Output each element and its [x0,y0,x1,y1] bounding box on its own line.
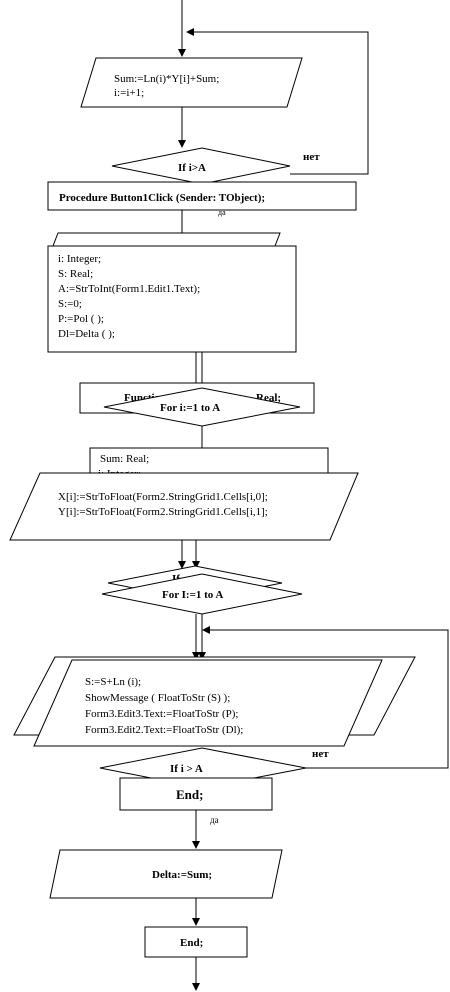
output-line-2: ShowMessage ( FloatToStr (S) ); [85,692,230,704]
decl-line-3: A:=StrToInt(Form1.Edit1.Text); [58,283,200,295]
sum-calc-line1: Sum:=Ln(i)*Y[i]+Sum; [114,73,219,85]
end1-label: End; [176,787,203,802]
sum-calc-line2: i:=i+1; [114,87,144,99]
sum-calc-block: Sum:=Ln(i)*Y[i]+Sum; i:=i+1; [80,57,303,108]
end1-block: End; [119,777,273,811]
loop1-label: For i:=1 to A [160,402,220,414]
loop1-back-arrow [186,28,369,175]
output-line-4: Form3.Edit2.Text:=FloatToStr (Dl); [85,724,243,736]
delta-label: Delta:=Sum; [152,869,212,881]
assign-block: X[i]:=StrToFloat(Form2.StringGrid1.Cells… [9,472,359,541]
cond1-no-label: нет [303,151,320,163]
declarations-block: i: Integer; S: Real; A:=StrToInt(Form1.E… [47,245,297,353]
cond1-yes-label: да [218,208,226,217]
loop2-label: For I:=1 to A [162,589,223,601]
procedure-header-block: Procedure Button1Click (Sender: TObject)… [47,181,357,211]
output-line-1: S:=S+Ln (i); [85,676,141,688]
output-block: S:=S+Ln (i); ShowMessage ( FloatToStr (S… [33,659,383,747]
loop2-back-arrow [202,626,449,769]
procedure-header-label: Procedure Button1Click (Sender: TObject)… [59,192,265,204]
cond2-label: If i > A [170,763,203,775]
loop1-decision: For i:=1 to A [103,387,301,427]
decl-back-parallelogram [52,232,281,247]
cond2-no-label: нет [312,748,329,760]
end2-label: End; [180,937,203,949]
decl-line-5: P:=Pol ( ); [58,313,104,325]
decl-line-1: i: Integer; [58,253,101,265]
cond1-label: If i>A [178,162,206,174]
decl-line-6: Dl=Delta ( ); [58,328,115,340]
output-line-3: Form3.Edit3.Text:=FloatToStr (P); [85,708,238,720]
decl-line-2: S: Real; [58,268,93,280]
assign-line1: X[i]:=StrToFloat(Form2.StringGrid1.Cells… [58,491,268,503]
vars-line1: Sum: Real; [100,453,149,465]
cond1-decision: If i>A [111,147,291,185]
loop2-decision: For I:=1 to A [101,573,303,615]
assign-line2: Y[i]:=StrToFloat(Form2.StringGrid1.Cells… [58,506,268,518]
cond2-yes-label: да [210,815,219,825]
end2-block: End; [144,926,248,958]
decl-line-4: S:=0; [58,298,82,310]
delta-block: Delta:=Sum; [49,849,283,899]
